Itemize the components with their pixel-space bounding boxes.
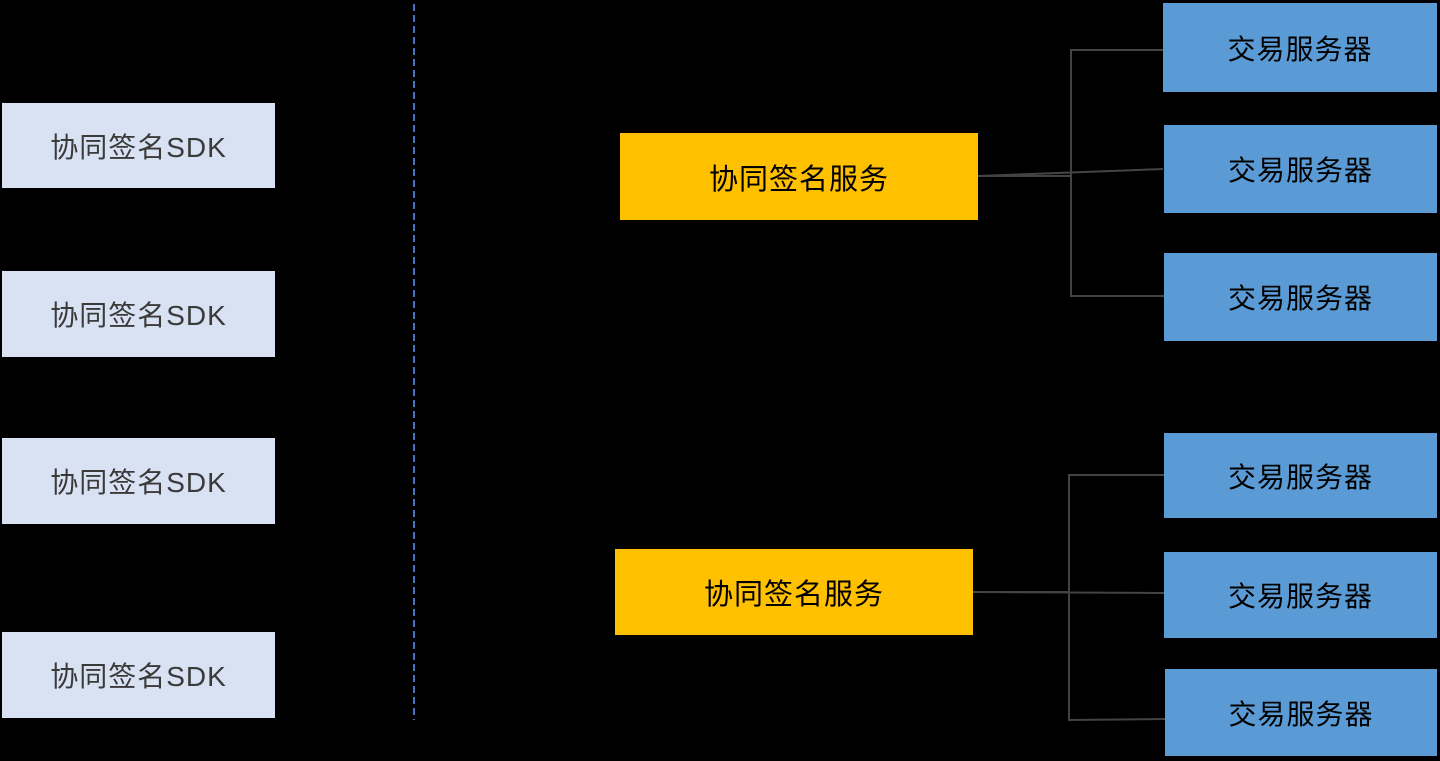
- connector-line: [978, 49, 1163, 177]
- connector-line: [977, 168, 1164, 177]
- server-box-6: 交易服务器: [1165, 669, 1437, 756]
- server-box-4: 交易服务器: [1164, 433, 1437, 518]
- server-box-2: 交易服务器: [1164, 125, 1437, 213]
- connector-line: [973, 591, 1166, 722]
- service-box-2: 协同签名服务: [615, 549, 973, 635]
- connector-line: [973, 474, 1164, 593]
- sdk-box-3: 协同签名SDK: [2, 438, 275, 524]
- sdk-box-2: 协同签名SDK: [2, 271, 275, 357]
- sdk-box-1: 协同签名SDK: [2, 103, 275, 188]
- service-box-1: 协同签名服务: [620, 133, 978, 220]
- server-box-3: 交易服务器: [1164, 253, 1437, 341]
- connector-line: [978, 175, 1164, 297]
- server-box-5: 交易服务器: [1164, 552, 1437, 638]
- server-box-1: 交易服务器: [1163, 3, 1437, 92]
- sdk-box-4: 协同签名SDK: [2, 632, 275, 718]
